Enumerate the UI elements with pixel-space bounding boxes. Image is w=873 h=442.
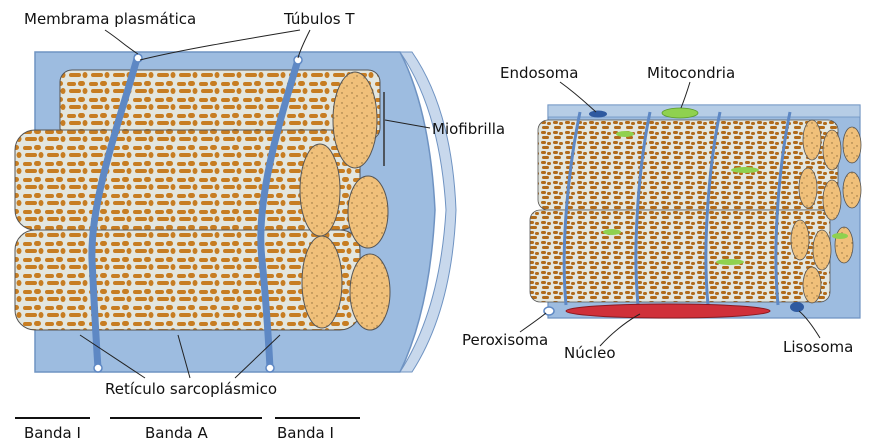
t-tubule-opening-3 — [94, 364, 102, 372]
mitocondria-inner-4 — [716, 259, 744, 265]
label-banda-a: Banda A — [145, 424, 208, 442]
label-tubulos: Túbulos T — [283, 10, 355, 28]
fibril-end-5 — [350, 254, 390, 330]
right-fibril-end-4 — [799, 168, 817, 208]
leader-membrana — [105, 30, 138, 54]
right-fibril-end-3 — [843, 127, 861, 163]
right-fibril-end-7 — [791, 220, 809, 260]
t-tubule-opening-1 — [134, 54, 142, 62]
fibril-end-2 — [300, 144, 340, 236]
leader-nucleo — [600, 314, 640, 346]
label-reticulo: Retículo sarcoplásmico — [105, 380, 277, 398]
mitocondria-inner-1 — [616, 131, 634, 137]
label-peroxisoma: Peroxisoma — [462, 331, 548, 349]
right-fibril-end-5 — [823, 180, 841, 220]
left-fiber-diagram: Membrama plasmática Túbulos T Miofibrill… — [15, 10, 505, 442]
label-miofibrilla: Miofibrilla — [432, 120, 505, 138]
right-fibril-end-6 — [843, 172, 861, 208]
right-fibril-end-1 — [803, 120, 821, 160]
label-endosoma: Endosoma — [500, 64, 578, 82]
mitocondria-shape — [662, 108, 698, 118]
right-fibril-end-2 — [823, 130, 841, 170]
leader-peroxisoma — [520, 313, 546, 332]
label-banda-i-right: Banda I — [277, 424, 334, 442]
right-fibril-end-8 — [813, 230, 831, 270]
lisosoma-shape — [790, 302, 804, 312]
right-fibril-end-10 — [803, 267, 821, 303]
label-membrana: Membrama plasmática — [24, 10, 196, 28]
label-lisosoma: Lisosoma — [783, 338, 853, 356]
fibril-end-1 — [333, 72, 377, 168]
mitocondria-inner-3 — [603, 229, 621, 235]
right-fiber-diagram: Endosoma Mitocondria Peroxisoma Núcleo L… — [462, 64, 861, 362]
label-mitocondria: Mitocondria — [647, 64, 735, 82]
fibril-end-4 — [302, 236, 342, 328]
right-fibril-row-1 — [538, 120, 838, 210]
leader-mitocondria — [681, 82, 690, 108]
label-banda-i-left: Banda I — [24, 424, 81, 442]
nucleo-shape — [566, 304, 770, 318]
fibril-end-3 — [348, 176, 388, 248]
endosoma-shape — [589, 111, 607, 118]
t-tubule-opening-4 — [266, 364, 274, 372]
right-fibril-end-9 — [835, 227, 853, 263]
mitocondria-inner-5 — [832, 233, 848, 239]
right-fibril-row-2 — [530, 210, 830, 302]
label-nucleo: Núcleo — [564, 344, 616, 362]
mitocondria-inner-2 — [731, 167, 759, 173]
